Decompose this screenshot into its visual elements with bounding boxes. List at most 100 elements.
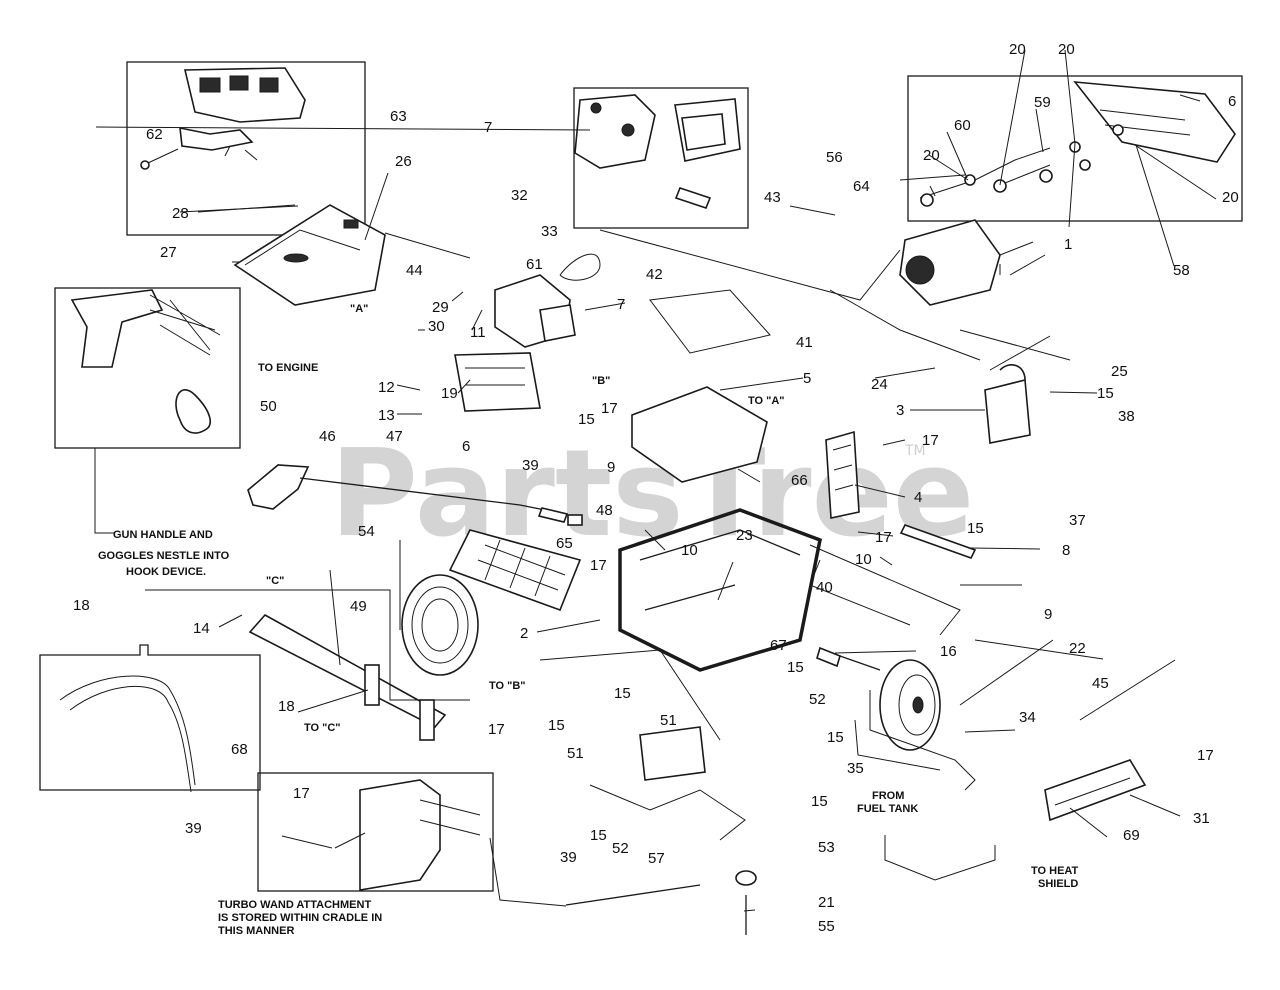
callout-35: 35 [847, 760, 864, 777]
callout-7a: 7 [484, 119, 492, 136]
frame-cradle [618, 508, 823, 672]
callout-66: 66 [791, 472, 808, 489]
control-box [984, 364, 1031, 444]
foot-brackets [565, 726, 757, 935]
callout-2: 2 [520, 625, 528, 642]
inset-gun-goggles [54, 287, 241, 534]
inset-mount-bracket [907, 75, 1243, 222]
callout-32: 32 [511, 187, 528, 204]
heat-shield-plate [1044, 759, 1147, 822]
hose-reel [401, 574, 479, 676]
callout-68: 68 [231, 741, 248, 758]
inset-unloader [573, 87, 749, 229]
callout-39c: 39 [560, 849, 577, 866]
callout-6a: 6 [1228, 93, 1236, 110]
callout-59: 59 [1034, 94, 1051, 111]
callout-15g: 15 [827, 729, 844, 746]
callout-16: 16 [940, 643, 957, 660]
callout-20c: 20 [923, 147, 940, 164]
callout-33: 33 [541, 223, 558, 240]
callout-24: 24 [871, 376, 888, 393]
callout-48: 48 [596, 502, 613, 519]
hose-rack [448, 529, 582, 612]
callout-1: 1 [1064, 236, 1072, 253]
callout-17c: 17 [875, 529, 892, 546]
base-tray [631, 289, 771, 483]
callout-67: 67 [770, 637, 787, 654]
axle-and-brackets [816, 524, 977, 671]
callout-47: 47 [386, 428, 403, 445]
caption-heat-1: TO HEAT [1031, 865, 1079, 877]
callout-40: 40 [816, 579, 833, 596]
caption-turbo-2: IS STORED WITHIN CRADLE IN [218, 912, 382, 924]
callout-51b: 51 [567, 745, 584, 762]
caption-heat-2: SHIELD [1038, 878, 1078, 890]
fuel-tank [233, 204, 386, 306]
callout-17a: 17 [601, 400, 618, 417]
callout-29: 29 [432, 299, 449, 316]
callout-15e: 15 [614, 685, 631, 702]
callout-58: 58 [1173, 262, 1190, 279]
caption-turbo-3: THIS MANNER [218, 925, 294, 937]
caption-b-marker: "B" [592, 375, 610, 387]
callout-69: 69 [1123, 827, 1140, 844]
callout-30: 30 [428, 318, 445, 335]
caption-fuel-1: FROM [872, 790, 904, 802]
callout-17f: 17 [293, 785, 310, 802]
callout-15f: 15 [548, 717, 565, 734]
wheel [879, 659, 941, 751]
callout-7b: 7 [617, 296, 625, 313]
callout-54: 54 [358, 523, 375, 540]
callout-45: 45 [1092, 675, 1109, 692]
callout-62: 62 [146, 126, 163, 143]
inset-frame-detail [39, 644, 261, 793]
callout-57: 57 [648, 850, 665, 867]
callout-52b: 52 [612, 840, 629, 857]
callout-18b: 18 [278, 698, 295, 715]
callout-15b: 15 [1097, 385, 1114, 402]
caption-a-marker: "A" [350, 303, 368, 315]
callout-12: 12 [378, 379, 395, 396]
pump-assembly [494, 253, 601, 348]
callout-37: 37 [1069, 512, 1086, 529]
callout-11: 11 [470, 324, 486, 341]
callout-numbers: 1 2 3 4 5 6 6 7 7 8 9 9 10 10 11 12 13 1… [73, 41, 1239, 935]
callout-3: 3 [896, 402, 904, 419]
callout-17d: 17 [590, 557, 607, 574]
connector-lines [145, 229, 1176, 907]
watermark-tm: TM [904, 443, 926, 459]
caption-gun-note-2: GOGGLES NESTLE INTO [98, 550, 230, 562]
callout-21: 21 [818, 894, 835, 911]
leader-lines [95, 49, 1217, 912]
callout-17e: 17 [488, 721, 505, 738]
callout-5: 5 [803, 370, 811, 387]
callout-52a: 52 [809, 691, 826, 708]
callout-9a: 9 [1044, 606, 1052, 623]
callout-14: 14 [193, 620, 210, 637]
callout-42: 42 [646, 266, 663, 283]
callout-4: 4 [914, 489, 922, 506]
callout-39b: 39 [185, 820, 202, 837]
callout-15a: 15 [578, 411, 595, 428]
callout-20d: 20 [1222, 189, 1239, 206]
callout-15i: 15 [590, 827, 607, 844]
caption-to-b: TO "B" [489, 680, 526, 692]
callout-15h: 15 [811, 793, 828, 810]
callout-60: 60 [954, 117, 971, 134]
callout-13: 13 [378, 407, 395, 424]
callout-25: 25 [1111, 363, 1128, 380]
callout-63: 63 [390, 108, 407, 125]
callout-23: 23 [736, 527, 753, 544]
callout-27: 27 [160, 244, 177, 261]
handle-bar [248, 613, 447, 741]
callout-20a: 20 [1009, 41, 1026, 58]
heat-shield [825, 430, 860, 519]
caption-c-marker: "C" [266, 575, 284, 587]
callout-44: 44 [406, 262, 423, 279]
callout-53: 53 [818, 839, 835, 856]
engine-assembly [899, 219, 1001, 306]
caption-to-c: TO "C" [304, 722, 341, 734]
callout-46: 46 [319, 428, 336, 445]
caption-turbo-1: TURBO WAND ATTACHMENT [218, 899, 371, 911]
